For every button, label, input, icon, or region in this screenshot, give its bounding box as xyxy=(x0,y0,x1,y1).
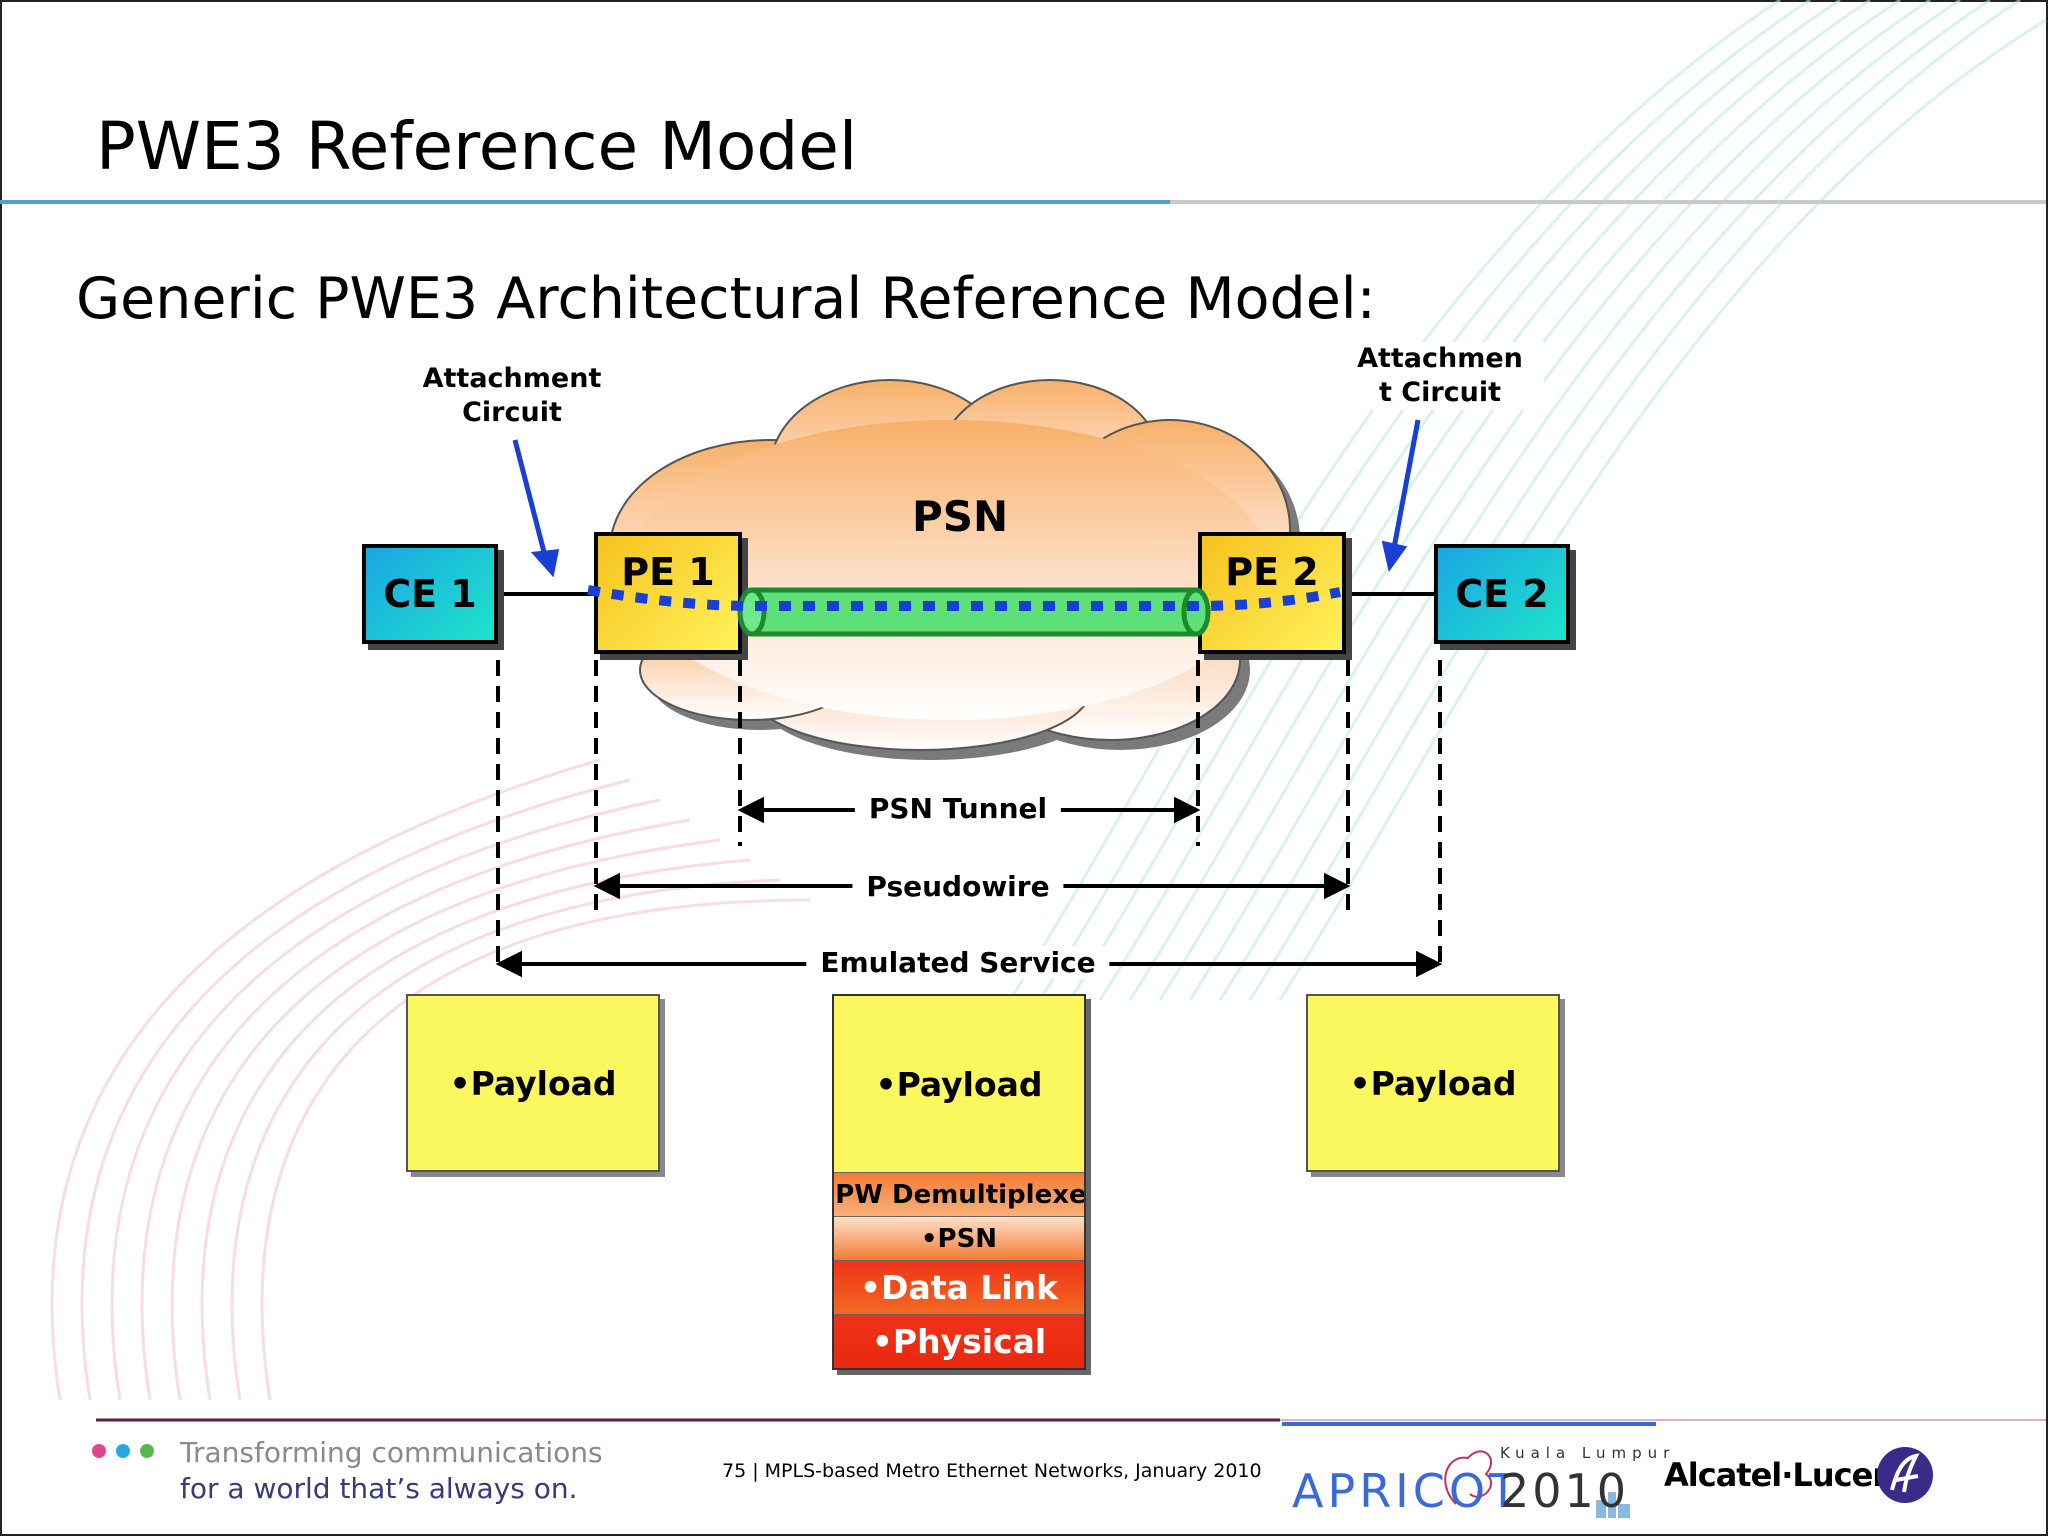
event-name: APRICOT xyxy=(1292,1464,1522,1518)
attachment-circuit-left-label: Attachment Circuit xyxy=(420,362,604,430)
ce1-node: CE 1 xyxy=(362,544,498,644)
pe1-label: PE 1 xyxy=(621,550,715,594)
callout-right-line1: Attachmen xyxy=(1357,343,1523,374)
pe1-node: PE 1 xyxy=(594,532,742,654)
diagram-subtitle: Generic PWE3 Architectural Reference Mod… xyxy=(76,266,1376,332)
event-year: 2010 xyxy=(1500,1464,1630,1518)
footer-tagline-line2: for a world that’s always on. xyxy=(180,1472,578,1505)
boundary-lines xyxy=(496,660,1442,970)
callout-arrows xyxy=(512,419,1421,578)
payload-box-left: •Payload xyxy=(406,994,660,1172)
attachment-circuit-right-label: Attachmen t Circuit xyxy=(1336,342,1544,410)
footer-dot-green xyxy=(140,1444,154,1458)
psn-tunnel xyxy=(737,587,1211,637)
stack-data-link: •Data Link xyxy=(834,1260,1084,1314)
ce2-node: CE 2 xyxy=(1434,544,1570,644)
callout-right-line2: t Circuit xyxy=(1378,377,1502,408)
payload-box-right: •Payload xyxy=(1306,994,1560,1172)
alcatel-lucent-logo-icon xyxy=(1877,1447,1933,1503)
ce2-label: CE 2 xyxy=(1455,572,1549,616)
pseudowire-label: Pseudowire xyxy=(852,870,1064,903)
footer-page-info: 75 | MPLS-based Metro Ethernet Networks,… xyxy=(722,1460,1262,1482)
pseudowire-dotted-path xyxy=(587,585,1341,611)
footer-dot-pink xyxy=(92,1444,106,1458)
payload-right-label: •Payload xyxy=(1349,1063,1517,1103)
callout-left-line1: Attachment xyxy=(422,363,602,394)
psn-cloud-label: PSN xyxy=(912,492,1009,541)
stack-pw-demultiplexer: •PW Demultiplexer xyxy=(834,1172,1084,1216)
footer-dots xyxy=(92,1444,154,1458)
pe2-label: PE 2 xyxy=(1225,550,1319,594)
stack-payload: •Payload xyxy=(834,996,1084,1172)
emulated-service-label: Emulated Service xyxy=(806,946,1110,979)
stack-psn: •PSN xyxy=(834,1216,1084,1260)
stack-physical: •Physical xyxy=(834,1314,1084,1368)
psn-tunnel-label: PSN Tunnel xyxy=(854,792,1062,825)
callout-left-line2: Circuit xyxy=(462,397,562,428)
pe2-node: PE 2 xyxy=(1198,532,1346,654)
payload-left-label: •Payload xyxy=(449,1063,617,1103)
footer-tagline-line1: Transforming communications xyxy=(180,1436,603,1469)
footer-dot-blue xyxy=(116,1444,130,1458)
ce1-label: CE 1 xyxy=(383,572,477,616)
event-city: Kuala Lumpur xyxy=(1500,1444,1676,1462)
protocol-stack: •Payload •PW Demultiplexer •PSN •Data Li… xyxy=(832,994,1086,1370)
apricot-logo-graphic xyxy=(1444,1450,1630,1518)
brand-name: Alcatel·Lucent xyxy=(1664,1456,1909,1494)
slide-title: PWE3 Reference Model xyxy=(96,108,858,185)
